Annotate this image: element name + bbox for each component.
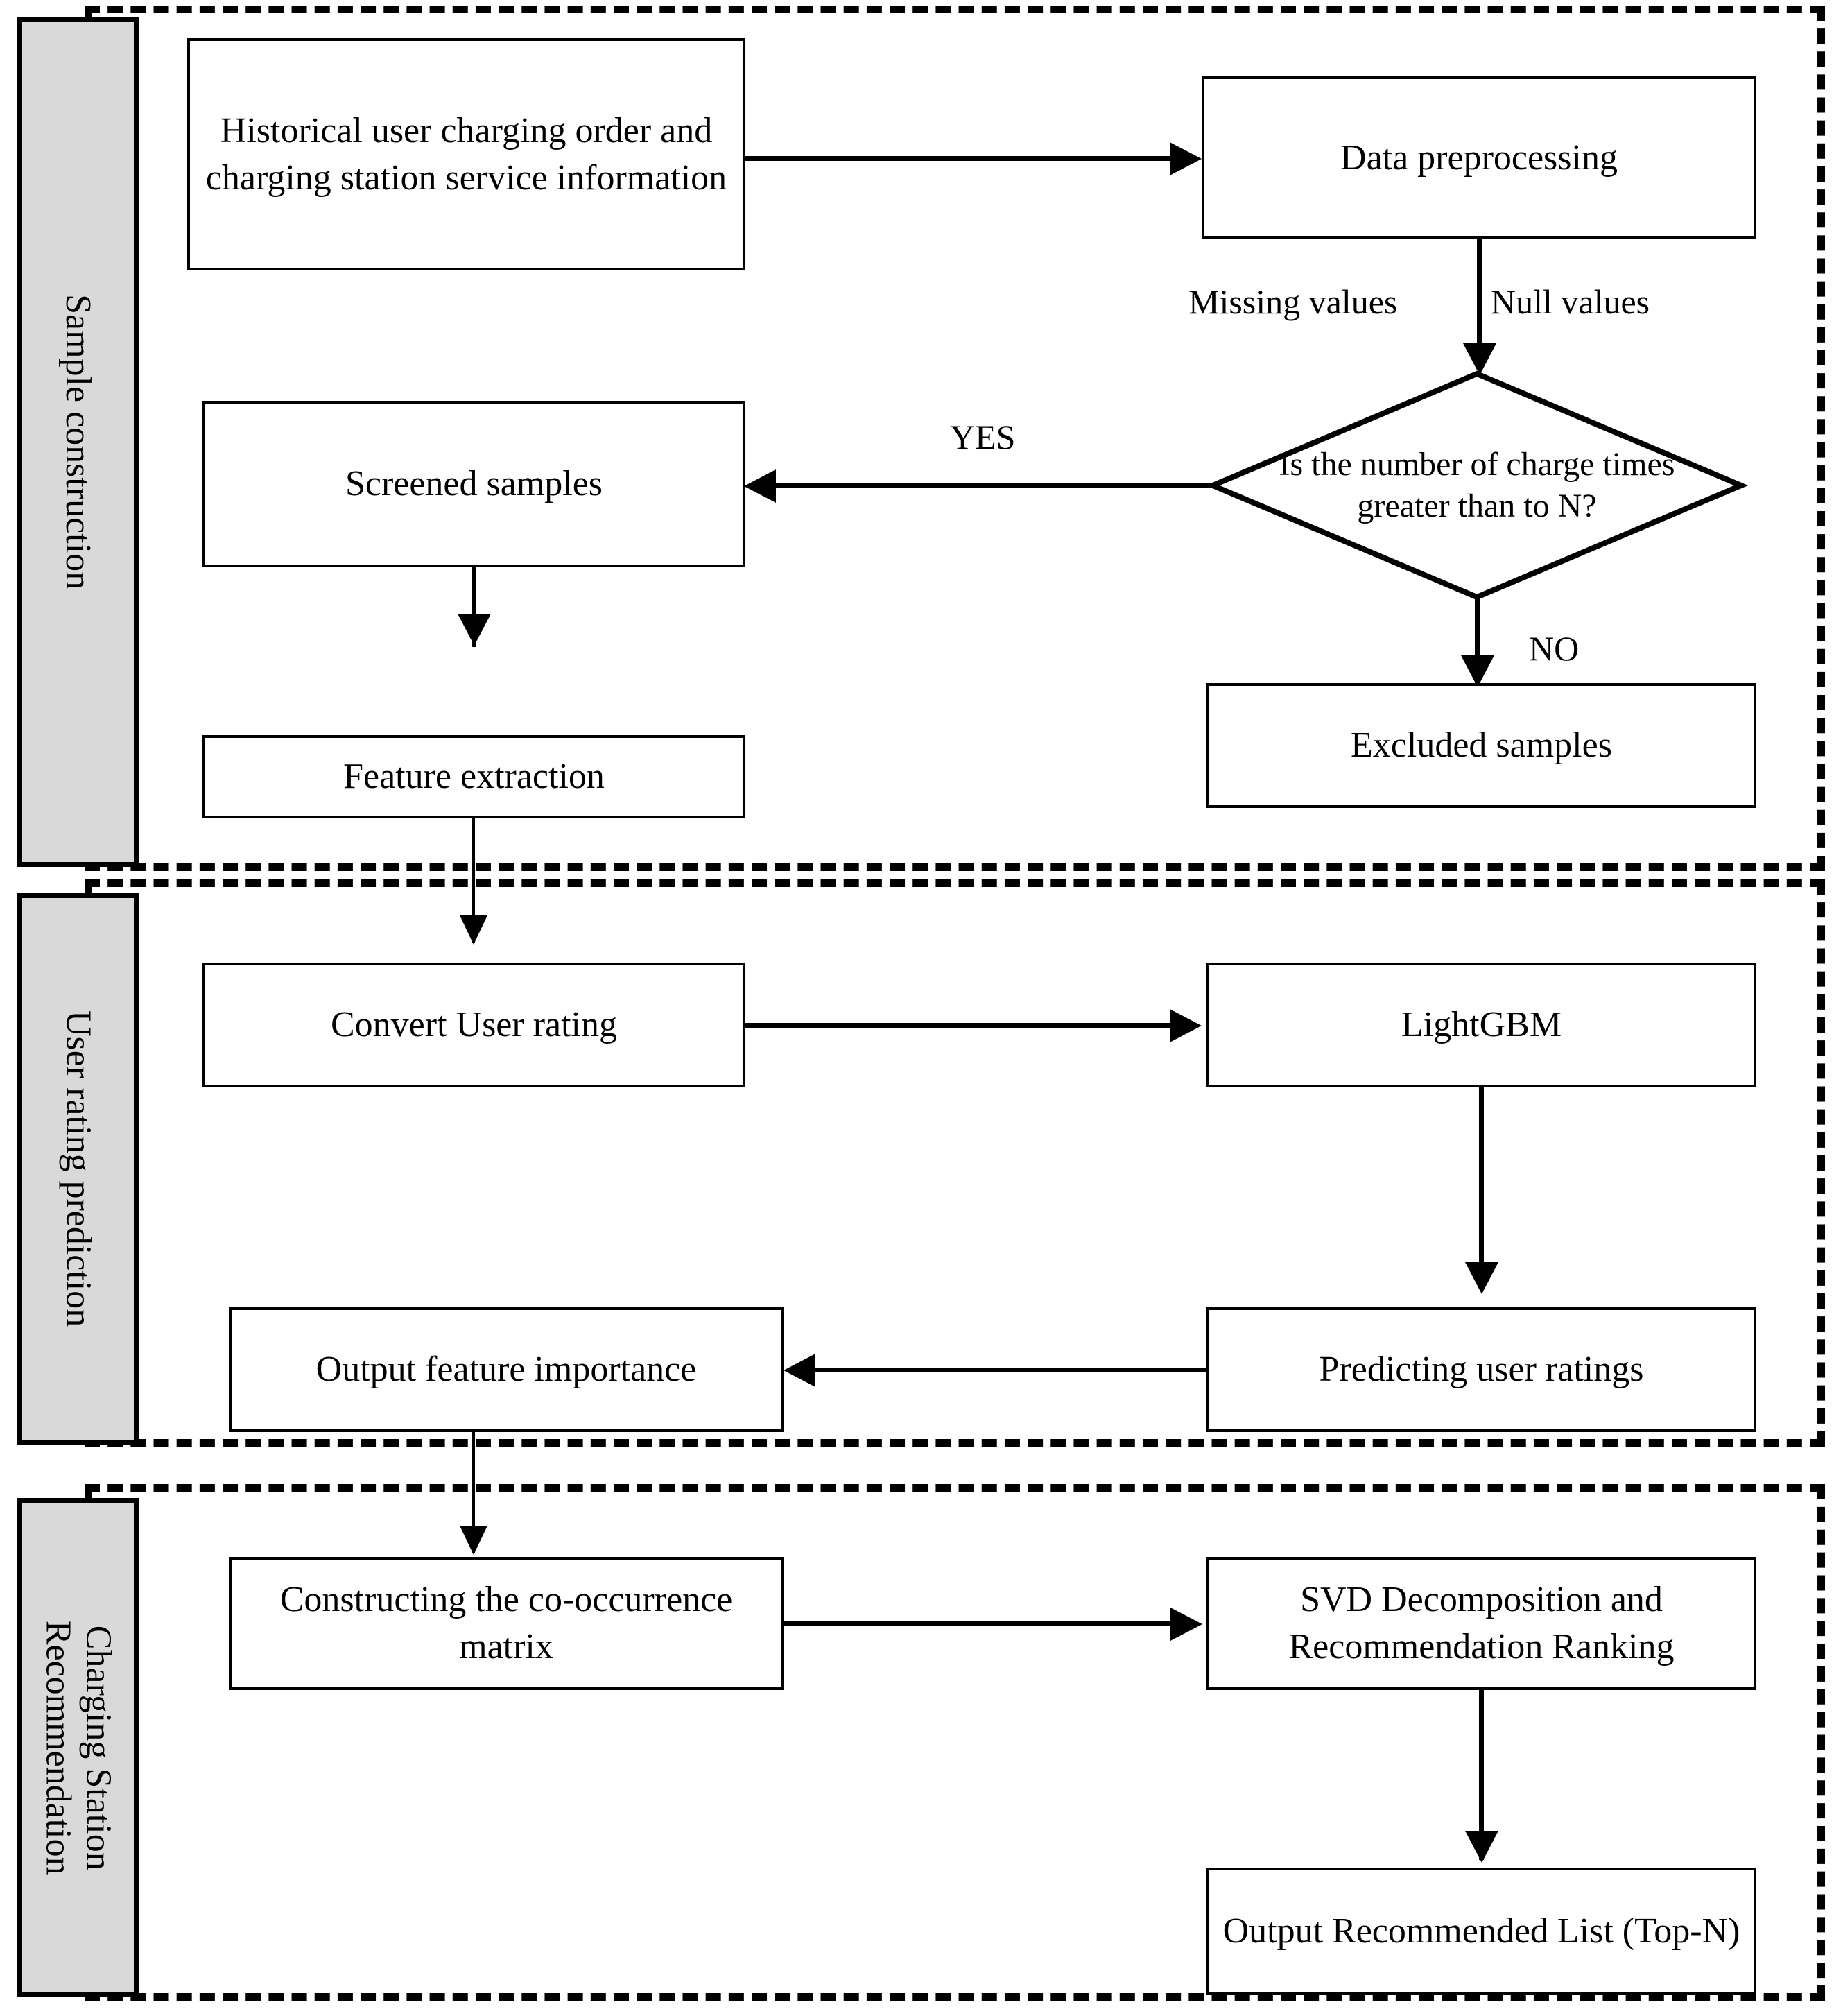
node-co-occurrence-matrix[interactable]: Constructing the co-occurrence matrix bbox=[229, 1557, 784, 1690]
stage-label-user-rating-prediction: User rating prediction bbox=[58, 1010, 98, 1327]
edge-decision-to-screened bbox=[776, 483, 1213, 488]
edge-arrowhead-screened-to-feature bbox=[458, 614, 491, 646]
edge-convert-to-lightgbm bbox=[745, 1023, 1170, 1028]
edge-label-no: NO bbox=[1529, 629, 1580, 668]
edge-arrowhead-decision-to-excluded bbox=[1461, 655, 1494, 687]
edge-arrowhead-decision-to-screened bbox=[744, 469, 776, 503]
edge-predicting-to-feature-importance bbox=[815, 1368, 1208, 1372]
node-output-feature-importance[interactable]: Output feature importance bbox=[229, 1307, 784, 1432]
edge-label-missing-values: Missing values bbox=[1188, 282, 1398, 321]
node-convert-user-rating[interactable]: Convert User rating bbox=[202, 963, 745, 1087]
node-label-co-occurrence-matrix: Constructing the co-occurrence matrix bbox=[279, 1580, 733, 1666]
node-label-historical-data: Historical user charging order and charg… bbox=[205, 110, 727, 198]
node-label-lightgbm: LightGBM bbox=[1401, 1005, 1562, 1045]
stage-band-user-rating-prediction: User rating prediction bbox=[17, 893, 139, 1445]
edge-lightgbm-to-predicting bbox=[1479, 1087, 1484, 1289]
edge-arrowhead-preprocessing-to-decision bbox=[1463, 343, 1496, 375]
node-label-charge-times-decision: Is the number of charge times greater th… bbox=[1279, 445, 1675, 524]
node-label-output-feature-importance: Output feature importance bbox=[315, 1350, 697, 1390]
stage-label-charging-station-recommendation: Charging Station Recommendation bbox=[38, 1620, 119, 1875]
edge-arrowhead-feature-importance-to-matrix bbox=[460, 1526, 487, 1555]
edge-arrowhead-feature-to-convert bbox=[460, 915, 487, 945]
edge-historical-to-preprocessing bbox=[745, 156, 1170, 161]
edge-label-yes: YES bbox=[950, 417, 1016, 456]
edge-preprocessing-to-decision bbox=[1477, 239, 1482, 347]
edge-arrowhead-matrix-to-svd bbox=[1170, 1608, 1202, 1641]
node-feature-extraction[interactable]: Feature extraction bbox=[202, 735, 745, 818]
node-label-excluded-samples: Excluded samples bbox=[1351, 725, 1612, 766]
node-label-output-recommended-list: Output Recommended List (Top-N) bbox=[1222, 1911, 1740, 1951]
node-label-svd-decomposition: SVD Decomposition and Recommendation Ran… bbox=[1288, 1580, 1675, 1666]
edge-screened-to-feature bbox=[472, 567, 476, 647]
node-charge-times-decision[interactable]: Is the number of charge times greater th… bbox=[1205, 370, 1749, 601]
node-data-preprocessing[interactable]: Data preprocessing bbox=[1202, 76, 1756, 239]
edge-arrowhead-svd-to-output-list bbox=[1465, 1831, 1498, 1863]
edge-label-null-values: Null values bbox=[1491, 282, 1650, 321]
node-svd-decomposition[interactable]: SVD Decomposition and Recommendation Ran… bbox=[1206, 1557, 1756, 1690]
node-label-convert-user-rating: Convert User rating bbox=[330, 1005, 617, 1045]
edge-matrix-to-svd bbox=[784, 1621, 1170, 1626]
node-excluded-samples[interactable]: Excluded samples bbox=[1206, 683, 1756, 808]
edge-svd-to-output-list bbox=[1479, 1690, 1484, 1860]
node-predicting-user-ratings[interactable]: Predicting user ratings bbox=[1206, 1307, 1756, 1432]
node-label-screened-samples: Screened samples bbox=[345, 464, 603, 504]
node-output-recommended-list[interactable]: Output Recommended List (Top-N) bbox=[1206, 1868, 1756, 1995]
edge-arrowhead-predicting-to-feature-importance bbox=[784, 1354, 815, 1387]
stage-band-sample-construction: Sample construction bbox=[17, 17, 139, 867]
stage-label-sample-construction: Sample construction bbox=[58, 294, 98, 590]
node-screened-samples[interactable]: Screened samples bbox=[202, 401, 745, 567]
stage-band-charging-station-recommendation: Charging Station Recommendation bbox=[17, 1498, 139, 1997]
node-label-feature-extraction: Feature extraction bbox=[343, 757, 605, 797]
edge-feature-importance-to-matrix bbox=[472, 1432, 475, 1553]
node-label-data-preprocessing: Data preprocessing bbox=[1340, 137, 1618, 178]
edge-feature-to-convert bbox=[472, 818, 475, 943]
node-historical-data[interactable]: Historical user charging order and charg… bbox=[187, 38, 745, 270]
edge-arrowhead-historical-to-preprocessing bbox=[1170, 142, 1202, 175]
edge-arrowhead-lightgbm-to-predicting bbox=[1465, 1262, 1498, 1294]
node-lightgbm[interactable]: LightGBM bbox=[1206, 963, 1756, 1087]
node-label-predicting-user-ratings: Predicting user ratings bbox=[1319, 1350, 1644, 1390]
edge-arrowhead-convert-to-lightgbm bbox=[1170, 1009, 1202, 1042]
edge-decision-to-excluded bbox=[1475, 596, 1480, 690]
